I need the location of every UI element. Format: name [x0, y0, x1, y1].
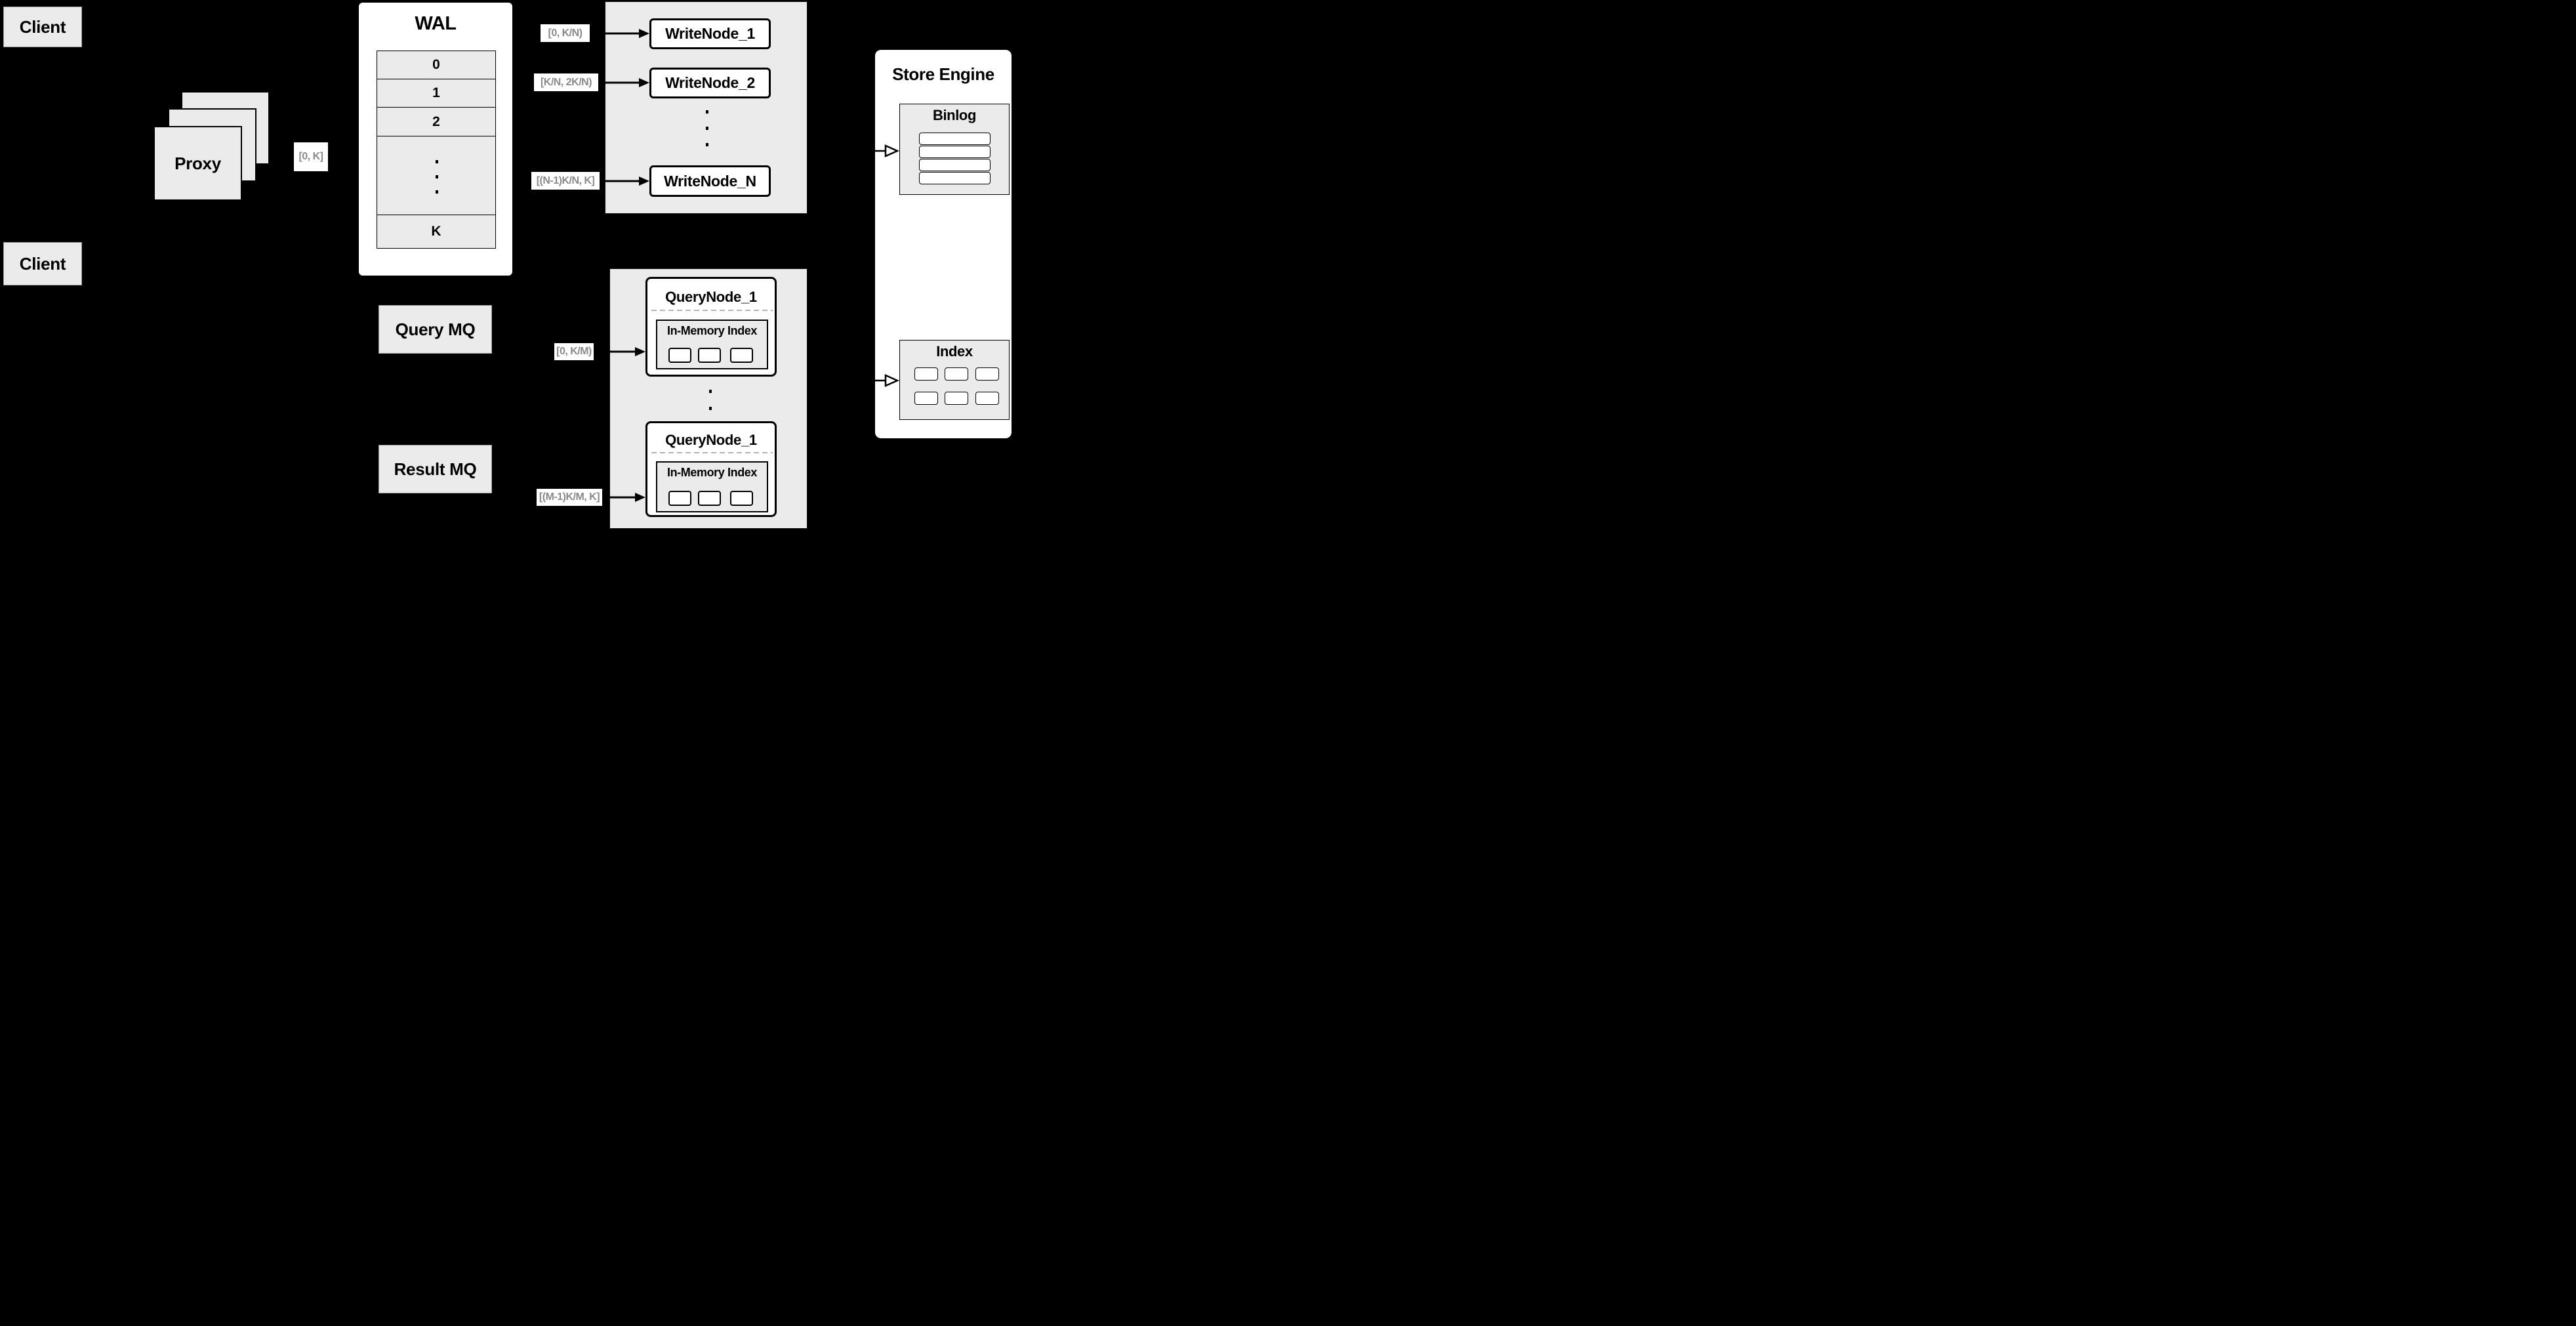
ellipsis-dot	[436, 190, 438, 194]
index-cell	[914, 367, 938, 381]
dashed-separator	[651, 452, 773, 453]
wal-row-k: K	[377, 214, 496, 249]
binlog-row	[919, 146, 991, 158]
arrow-to-query-node-m	[602, 493, 645, 502]
write-node-2: WriteNode_2	[649, 68, 771, 98]
result-mq-box: Result MQ	[378, 445, 492, 493]
index-title: Index	[936, 343, 973, 360]
arrow-to-write-node-n	[600, 176, 649, 186]
index-cell	[945, 367, 968, 381]
wal-row-ellipsis	[377, 135, 496, 215]
result-mq-label: Result MQ	[394, 459, 477, 479]
write-node-n-label: WriteNode_N	[664, 172, 756, 190]
index-box: Index	[899, 340, 1010, 420]
wal-panel: WAL 0 1 2 K	[359, 3, 512, 276]
index-cell	[945, 392, 968, 405]
index-chip	[730, 348, 753, 363]
query-node-m-title: QueryNode_1	[665, 432, 757, 448]
ellipsis-dot	[436, 159, 438, 163]
store-engine-panel: Store Engine Binlog Index	[875, 50, 1012, 438]
query-node-m: QueryNode_1 In-Memory Index	[645, 421, 777, 517]
wal-title: WAL	[415, 13, 457, 34]
range-label-write-n: [(N-1)K/N, K]	[531, 172, 600, 190]
architecture-diagram: Client Client Proxy [0, K] WAL 0 1 2 K W…	[0, 0, 1031, 530]
arrow-to-binlog	[875, 144, 900, 157]
query-mq-box: Query MQ	[378, 305, 492, 354]
ellipsis-dot	[709, 407, 712, 410]
range-label-query-1: [0, K/M)	[554, 343, 594, 360]
arrow-to-write-node-2	[598, 78, 649, 87]
index-cell	[975, 392, 999, 405]
arrow-to-query-node-1	[594, 347, 645, 356]
index-chip	[730, 491, 753, 506]
index-cell	[914, 392, 938, 405]
index-chip	[698, 348, 721, 363]
in-memory-index-1-title: In-Memory Index	[666, 324, 758, 337]
in-memory-index-m-title: In-Memory Index	[666, 466, 758, 479]
index-cell	[975, 367, 999, 381]
query-node-1: QueryNode_1 In-Memory Index	[645, 277, 777, 377]
binlog-row	[919, 133, 991, 145]
write-node-n: WriteNode_N	[649, 165, 771, 197]
range-label-proxy-out: [0, K]	[294, 142, 328, 171]
proxy-label: Proxy	[174, 153, 221, 173]
binlog-row	[919, 159, 991, 171]
wal-row-0: 0	[377, 51, 496, 79]
ellipsis-dot	[706, 110, 708, 114]
write-node-1: WriteNode_1	[649, 18, 771, 49]
binlog-row	[919, 172, 991, 184]
query-mq-label: Query MQ	[395, 319, 476, 339]
wal-row-1: 1	[377, 78, 496, 108]
ellipsis-dot	[706, 127, 708, 130]
wal-table: 0 1 2 K	[377, 51, 496, 249]
ellipsis-dot	[709, 390, 712, 393]
index-chip	[698, 491, 721, 506]
dashed-separator	[651, 310, 773, 311]
ellipsis-dot	[706, 143, 708, 146]
client-box-top: Client	[3, 7, 82, 47]
binlog-box: Binlog	[899, 104, 1010, 195]
binlog-title: Binlog	[932, 107, 977, 123]
write-node-2-label: WriteNode_2	[665, 74, 755, 91]
store-engine-title: Store Engine	[892, 64, 994, 84]
in-memory-index-m: In-Memory Index	[656, 461, 768, 512]
arrow-to-index	[875, 374, 900, 387]
wal-row-2: 2	[377, 107, 496, 137]
ellipsis-dot	[436, 175, 438, 178]
proxy-card-front: Proxy	[153, 126, 242, 201]
range-label-query-m: [(M-1)K/M, K]	[537, 489, 602, 506]
arrow-to-write-node-1	[590, 29, 649, 38]
write-node-1-label: WriteNode_1	[665, 25, 755, 42]
index-chip	[668, 491, 691, 506]
index-chip	[668, 348, 691, 363]
range-label-write-1: [0, K/N)	[541, 24, 590, 42]
client-top-label: Client	[19, 16, 66, 37]
client-bottom-label: Client	[19, 253, 66, 274]
in-memory-index-1: In-Memory Index	[656, 320, 768, 369]
range-label-write-2: [K/N, 2K/N)	[534, 73, 598, 91]
query-node-1-title: QueryNode_1	[665, 289, 757, 305]
client-box-bottom: Client	[3, 242, 82, 285]
